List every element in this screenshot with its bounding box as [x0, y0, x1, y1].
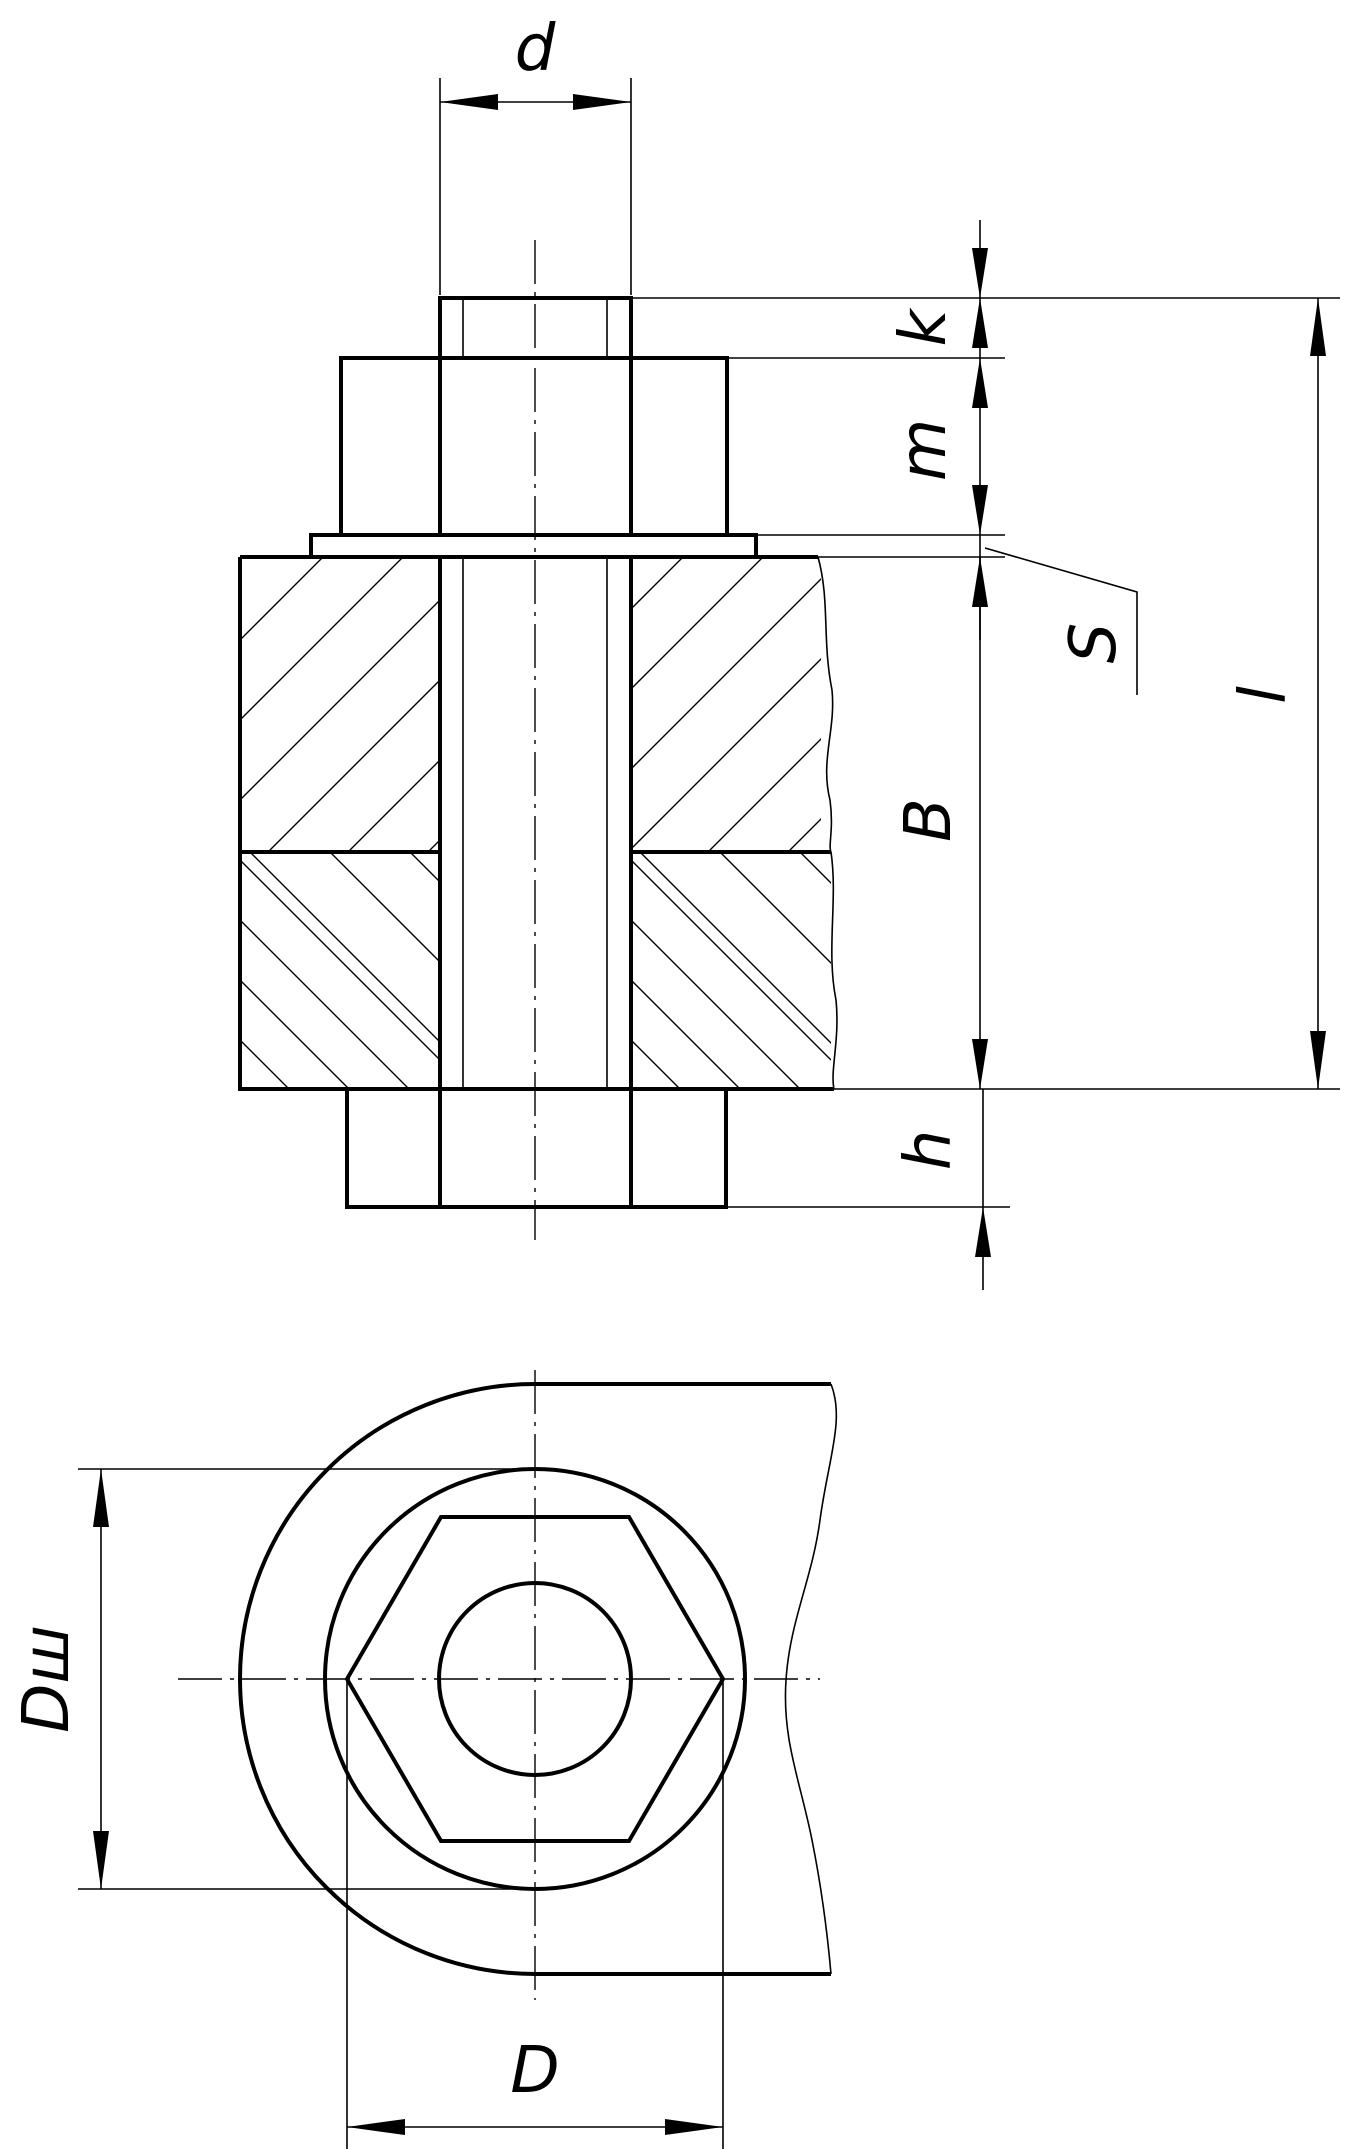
- top-view: [178, 1370, 838, 2000]
- plate-outline: [238, 1382, 831, 1976]
- bolt-end: [438, 296, 633, 358]
- lower-plate: [238, 851, 838, 1091]
- upper-plate-hatching: [240, 557, 821, 852]
- lower-plate-hatching: [240, 852, 831, 1089]
- bolt-shank: [462, 557, 608, 1089]
- upper-plate: [238, 555, 834, 854]
- front-view-dimensions: d k m S: [439, 12, 1340, 1290]
- dimension-k: k: [887, 220, 988, 348]
- dimension-dsh-label: Dш: [10, 1625, 84, 1733]
- dimension-s-label: S: [1057, 623, 1131, 664]
- dimension-h-label: h: [892, 1130, 966, 1171]
- dimension-l: l: [1227, 298, 1326, 1089]
- top-view-dimensions: Dш D: [10, 1468, 724, 2149]
- dimension-k-label: k: [887, 307, 961, 347]
- nut: [339, 356, 729, 537]
- front-view-section: [238, 240, 838, 1240]
- dimension-d-label: d: [515, 12, 556, 86]
- dimension-big-d: D: [346, 1679, 724, 2149]
- dimension-h: h: [892, 1089, 991, 1290]
- washer: [309, 533, 758, 559]
- dimension-b-label: B: [892, 798, 966, 842]
- dimension-s: S: [972, 535, 1138, 695]
- dimension-b: B: [892, 557, 988, 1089]
- dimension-m: m: [887, 298, 988, 535]
- bolt-head: [345, 1087, 728, 1209]
- dimension-big-d-label: D: [510, 2034, 559, 2108]
- dimension-l-label: l: [1227, 686, 1301, 704]
- dimension-d: d: [439, 12, 632, 295]
- dimension-dsh: Dш: [10, 1468, 535, 1890]
- dimension-m-label: m: [887, 419, 961, 481]
